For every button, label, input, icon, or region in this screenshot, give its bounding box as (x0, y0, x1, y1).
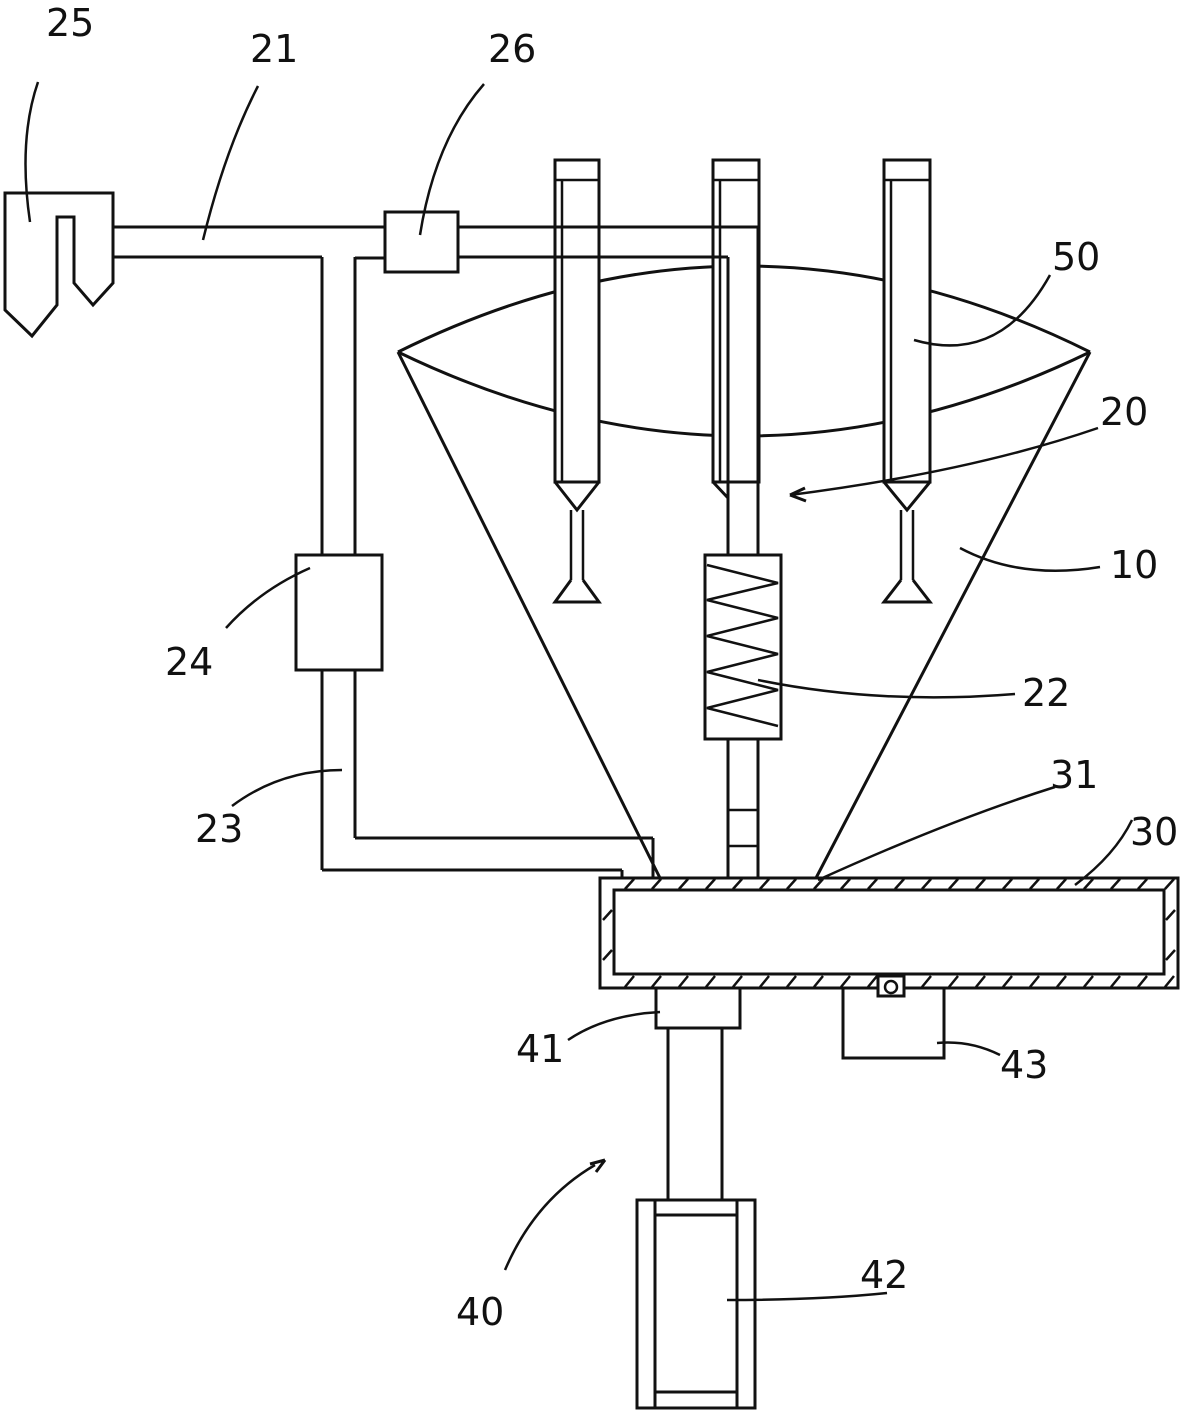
label-24: 24 (165, 640, 213, 684)
heater-22 (703, 553, 783, 878)
pipe-21 (113, 225, 760, 555)
leader-lines (24, 81, 1134, 1302)
nozzle-tube-middle (711, 158, 761, 500)
label-10: 10 (1110, 543, 1158, 587)
label-26: 26 (488, 27, 536, 71)
box-43 (841, 974, 946, 1060)
hopper-right-wall (814, 351, 1092, 879)
label-23: 23 (195, 807, 243, 851)
label-43: 43 (1000, 1043, 1048, 1087)
reference-labels: 25 21 26 50 20 10 24 22 31 30 23 41 43 4… (46, 1, 1178, 1334)
pump-24 (294, 553, 384, 672)
label-40: 40 (456, 1290, 504, 1334)
label-21: 21 (250, 27, 298, 71)
label-31: 31 (1050, 753, 1098, 797)
label-41: 41 (516, 1027, 564, 1071)
tray-30 (598, 876, 1180, 990)
pipe-23 (320, 256, 655, 878)
drive-assembly-40 (635, 986, 757, 1410)
nozzle-head-25 (3, 191, 115, 339)
nozzle-tube-right (880, 158, 934, 604)
nozzle-tube-left (552, 158, 602, 604)
hopper-left-wall (396, 351, 662, 879)
label-22: 22 (1022, 671, 1070, 715)
label-42: 42 (860, 1253, 908, 1297)
label-25: 25 (46, 1, 94, 45)
label-20: 20 (1100, 390, 1148, 434)
label-50: 50 (1052, 235, 1100, 279)
label-30: 30 (1130, 810, 1178, 854)
motor-42 (635, 1198, 757, 1410)
coupling-41 (654, 986, 742, 1030)
